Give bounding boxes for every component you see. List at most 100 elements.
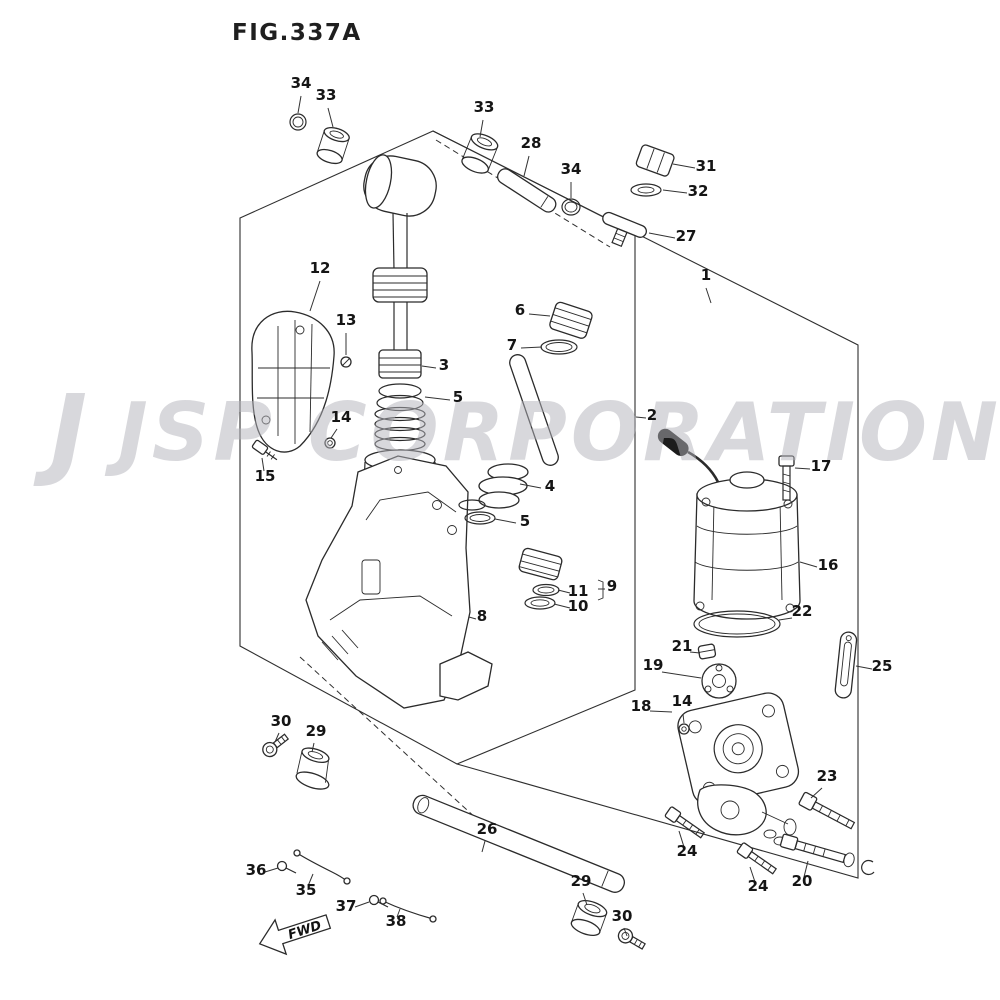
- leader-line-15: [261, 457, 265, 472]
- part-21: [697, 643, 717, 660]
- leader-line-16: [799, 561, 818, 568]
- leader-line-8: [468, 616, 477, 620]
- leader-line-36: [264, 867, 279, 873]
- part-label-28: 28: [521, 134, 542, 152]
- leader-line-10: [553, 603, 571, 609]
- pin-28: [496, 168, 557, 213]
- bracket-arm: [439, 651, 493, 701]
- part-label-20: 20: [792, 872, 813, 890]
- nut-31: [635, 144, 675, 177]
- leader-line-30: [623, 927, 628, 937]
- leader-line-14: [330, 428, 338, 439]
- part-label-5: 5: [453, 388, 463, 406]
- leader-line-38: [396, 908, 401, 918]
- wire-35: [293, 849, 351, 885]
- bolt-13: [340, 356, 352, 368]
- bushing-33a: [316, 126, 350, 165]
- part-label-37: 37: [336, 897, 357, 915]
- leader-line-22: [778, 617, 793, 621]
- ring-5b: [458, 499, 496, 525]
- tilt-pump-motor-16: [657, 428, 801, 620]
- leader-line-7: [520, 346, 543, 349]
- leader-line-25: [855, 665, 873, 670]
- part-label-5: 5: [520, 512, 530, 530]
- leader-line-19: [661, 671, 702, 679]
- release-valve-27: [602, 211, 647, 248]
- nut-14b: [678, 723, 690, 735]
- part-label-10: 10: [568, 597, 589, 615]
- leader-line-17: [794, 467, 811, 470]
- fwd-label: FWD: [286, 918, 323, 943]
- part-label-33: 33: [316, 86, 337, 104]
- leader-line-23: [810, 787, 823, 799]
- part-label-38: 38: [386, 912, 407, 930]
- part-label-30: 30: [271, 712, 292, 730]
- part-label-2: 2: [647, 406, 657, 424]
- strap-25: [834, 631, 858, 699]
- o-ring-34a: [289, 113, 307, 131]
- part-label-6: 6: [515, 301, 525, 319]
- o-ring-22: [693, 610, 781, 638]
- circlip: [861, 859, 875, 876]
- part-label-9: 9: [607, 577, 617, 595]
- leader-line-3: [421, 365, 437, 369]
- leader-line-18: [649, 710, 673, 713]
- bushing-33b: [461, 133, 499, 174]
- bolt-24b: [736, 842, 778, 875]
- leader-line-12: [309, 280, 321, 312]
- figure-title: FIG.337A: [232, 20, 362, 46]
- leader-line-21: [689, 651, 701, 654]
- part-label-18: 18: [631, 697, 652, 715]
- leader-line-24: [678, 830, 685, 848]
- inner-tube-4: [478, 354, 559, 509]
- part-label-24: 24: [748, 877, 769, 895]
- leader-line-24: [749, 866, 756, 883]
- part-label-27: 27: [676, 227, 697, 245]
- part-label-25: 25: [872, 657, 893, 675]
- watermark-logo-glyph: J: [33, 373, 87, 490]
- part-label-31: 31: [696, 157, 717, 175]
- cylinder-upper-mount: [363, 154, 437, 217]
- part-label-22: 22: [792, 602, 813, 620]
- o-rings-5a: [376, 383, 424, 412]
- screw-37: [368, 894, 389, 908]
- leader-line-11: [557, 589, 571, 594]
- part-label-29: 29: [306, 722, 327, 740]
- lever-grip: [657, 428, 689, 457]
- part-label-30: 30: [612, 907, 633, 925]
- leader-line-31: [672, 163, 696, 169]
- rotor-19: [701, 663, 737, 699]
- leader-line-29: [311, 742, 315, 753]
- ring-7: [540, 339, 578, 355]
- bolt-23: [798, 791, 856, 830]
- part-label-11: 11: [568, 582, 589, 600]
- bushing-29a: [295, 747, 330, 790]
- leader-line-14: [682, 713, 685, 724]
- part-label-4: 4: [545, 477, 555, 495]
- bushing-29b: [570, 899, 608, 937]
- leader-line-6: [528, 313, 551, 317]
- part-label-3: 3: [439, 356, 449, 374]
- spring-seat: [372, 267, 428, 303]
- piston-3: [378, 349, 422, 379]
- leader-line-5: [424, 396, 451, 401]
- part-label-26: 26: [477, 820, 498, 838]
- part-label-15: 15: [255, 467, 276, 485]
- leader-line-33: [479, 119, 484, 138]
- part-label-8: 8: [477, 607, 487, 625]
- leader-line-32: [662, 189, 688, 194]
- leader-line-35: [307, 873, 314, 887]
- part-label-29: 29: [571, 872, 592, 890]
- part-label-23: 23: [817, 767, 838, 785]
- screw-15: [251, 439, 278, 461]
- part-label-7: 7: [507, 336, 517, 354]
- part-label-35: 35: [296, 881, 317, 899]
- part-label-12: 12: [310, 259, 331, 277]
- part-label-36: 36: [246, 861, 267, 879]
- watermark-text: JSP CORPORATION: [104, 386, 1000, 479]
- leader-line-30: [274, 732, 280, 743]
- leader-line-27: [648, 232, 676, 239]
- leader-line-4: [519, 483, 542, 489]
- part-label-32: 32: [688, 182, 709, 200]
- manifold-lower: [697, 784, 797, 846]
